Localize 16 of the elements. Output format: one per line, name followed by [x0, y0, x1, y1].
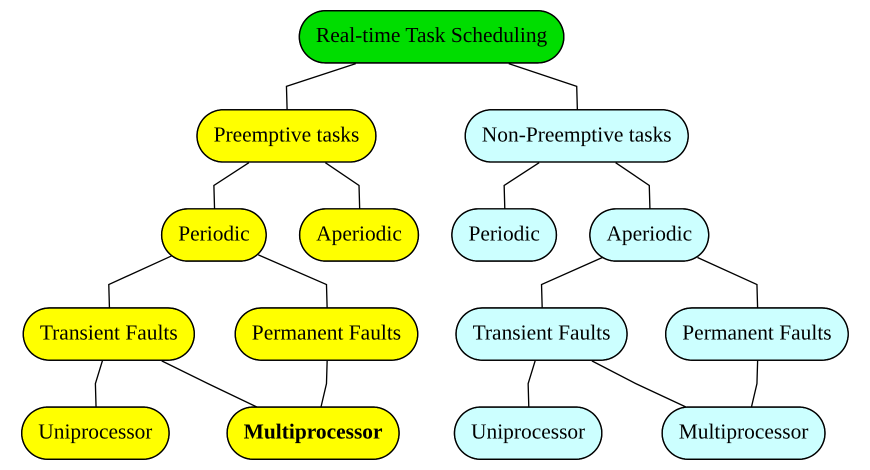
connector: [320, 360, 328, 408]
connector: [528, 360, 536, 408]
connector: [615, 162, 651, 210]
connector: [258, 254, 328, 309]
connector: [508, 62, 578, 110]
connector: [697, 256, 758, 309]
connector: [504, 162, 540, 210]
connector: [286, 62, 356, 110]
connector: [94, 360, 104, 408]
connector: [592, 360, 688, 408]
connector: [540, 256, 603, 309]
connector: [750, 360, 758, 408]
connector: [161, 360, 259, 408]
connector: [325, 162, 360, 210]
connector: [108, 255, 172, 309]
connector: [213, 162, 250, 210]
